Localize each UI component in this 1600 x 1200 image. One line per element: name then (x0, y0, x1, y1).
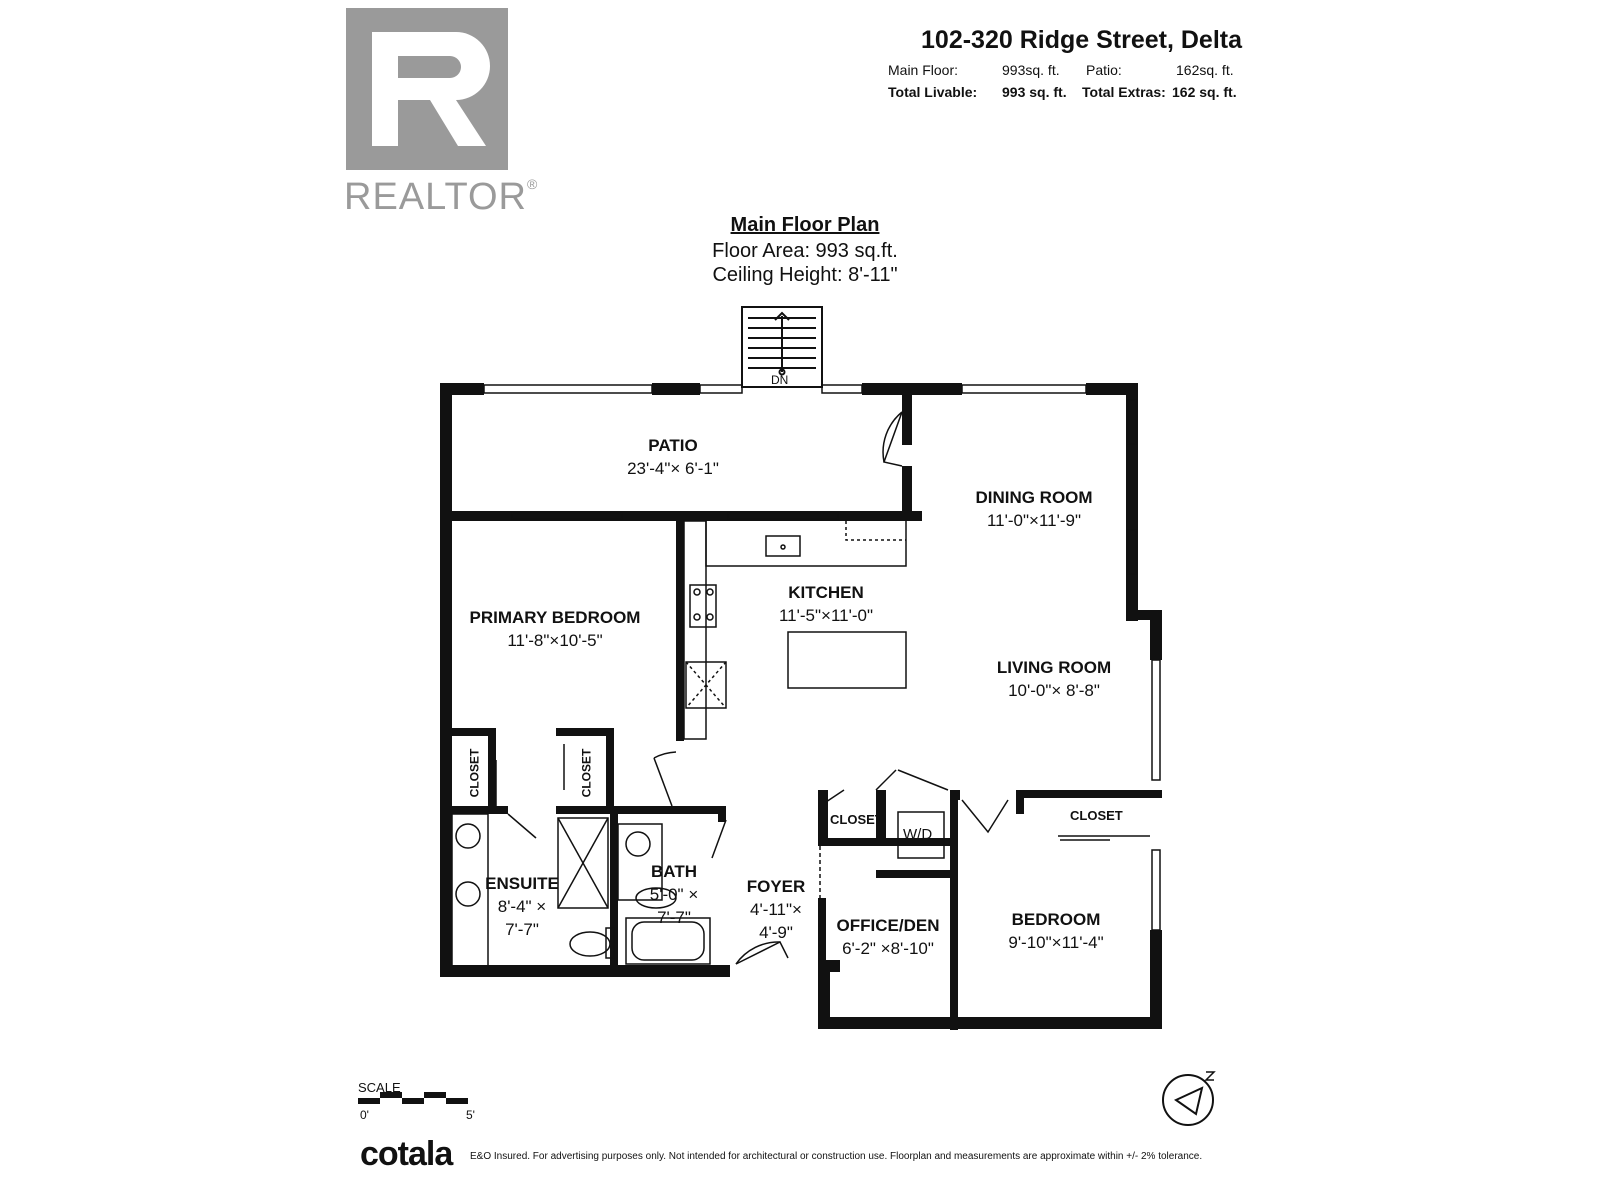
closet-label-foyer: CLOSET (830, 812, 883, 827)
room-dimensions: 7'-7" (505, 920, 539, 939)
realtor-wordmark: REALTOR® (344, 176, 539, 218)
room-name: LIVING ROOM (996, 658, 1112, 677)
stairs (741, 306, 823, 388)
room-ensuite: ENSUITE 8'-4" × 7'-7" (485, 872, 559, 941)
total-livable-value: 993 sq. ft. (1002, 84, 1067, 100)
north-arrow-icon (1162, 1071, 1216, 1126)
total-livable-label: Total Livable: (888, 84, 978, 100)
closet-label-bedroom: CLOSET (1070, 808, 1123, 823)
room-dining: DINING ROOM 11'-0"×11'-9" (975, 486, 1092, 532)
room-name: PRIMARY BEDROOM (469, 608, 641, 627)
washer-dryer-label: W/D (903, 826, 933, 843)
room-dimensions: 7'-7" (657, 908, 691, 927)
room-dimensions: 8'-4" × (497, 897, 547, 916)
room-name: ENSUITE (485, 874, 559, 893)
total-extras-value: 162 sq. ft. (1172, 84, 1237, 100)
windows-fixtures (451, 384, 1161, 967)
room-bath: BATH 5'-0" × 7'-7" (650, 860, 699, 929)
scale-start: 0' (360, 1108, 369, 1122)
room-dimensions: 4'-9" (759, 923, 793, 942)
scale-end: 5' (466, 1108, 475, 1122)
interior-walls (440, 395, 1162, 1030)
scale-bar (358, 1092, 468, 1104)
closet-label-primary-left: CLOSET (467, 748, 482, 798)
plan-floor-area: Floor Area: 993 sq.ft. (712, 240, 898, 262)
stair-down-label: DN (771, 373, 789, 387)
room-bedroom: BEDROOM 9'-10"×11'-4" (1008, 908, 1103, 954)
patio-label: Patio: (1086, 62, 1122, 78)
property-address: 102-320 Ridge Street, Delta (921, 26, 1242, 54)
closet-label-primary-right: CLOSET (579, 748, 594, 798)
main-floor-value: 993sq. ft. (1002, 62, 1060, 78)
plan-ceiling-height: Ceiling Height: 8'-11" (712, 264, 898, 286)
realtor-r-icon (372, 32, 490, 146)
room-dimensions: 11'-5"×11'-0" (778, 606, 874, 625)
room-name: BATH (651, 862, 697, 881)
room-dimensions: 9'-10"×11'-4" (1008, 933, 1104, 952)
room-name: FOYER (746, 877, 806, 896)
exterior-walls (440, 383, 1162, 1029)
room-kitchen: KITCHEN 11'-5"×11'-0" (779, 581, 873, 627)
room-foyer: FOYER 4'-11"× 4'-9" (747, 875, 806, 944)
room-name: DINING ROOM (975, 488, 1093, 507)
room-patio: PATIO 23'-4"× 6'-1" (627, 434, 719, 480)
room-dimensions: 4'-11"× (750, 900, 802, 919)
cotala-logo: cotala (360, 1135, 453, 1173)
room-dimensions: 10'-0"× 8'-8" (1008, 681, 1100, 700)
room-living: LIVING ROOM 10'-0"× 8'-8" (997, 656, 1111, 702)
room-name: PATIO (648, 436, 698, 455)
room-name: KITCHEN (788, 583, 864, 602)
plan-title: Main Floor Plan (730, 214, 880, 236)
room-primary-bedroom: PRIMARY BEDROOM 11'-8"×10'-5" (470, 606, 641, 652)
room-dimensions: 23'-4"× 6'-1" (627, 459, 719, 478)
main-floor-label: Main Floor: (888, 62, 959, 78)
room-name: BEDROOM (1011, 910, 1101, 929)
room-name: OFFICE/DEN (836, 916, 940, 935)
room-dimensions: 6'-2" ×8'-10" (842, 939, 934, 958)
patio-value: 162sq. ft. (1176, 62, 1234, 78)
total-extras-label: Total Extras: (1082, 84, 1166, 100)
room-dimensions: 5'-0" × (649, 885, 699, 904)
realtor-logo-mark (346, 8, 508, 170)
scale-label: SCALE (358, 1080, 401, 1095)
room-dimensions: 11'-0"×11'-9" (986, 511, 1082, 530)
room-office-den: OFFICE/DEN 6'-2" ×8'-10" (837, 914, 940, 960)
room-dimensions: 11'-8"×10'-5" (507, 631, 603, 650)
disclaimer-text: E&O Insured. For advertising purposes on… (470, 1151, 1203, 1162)
